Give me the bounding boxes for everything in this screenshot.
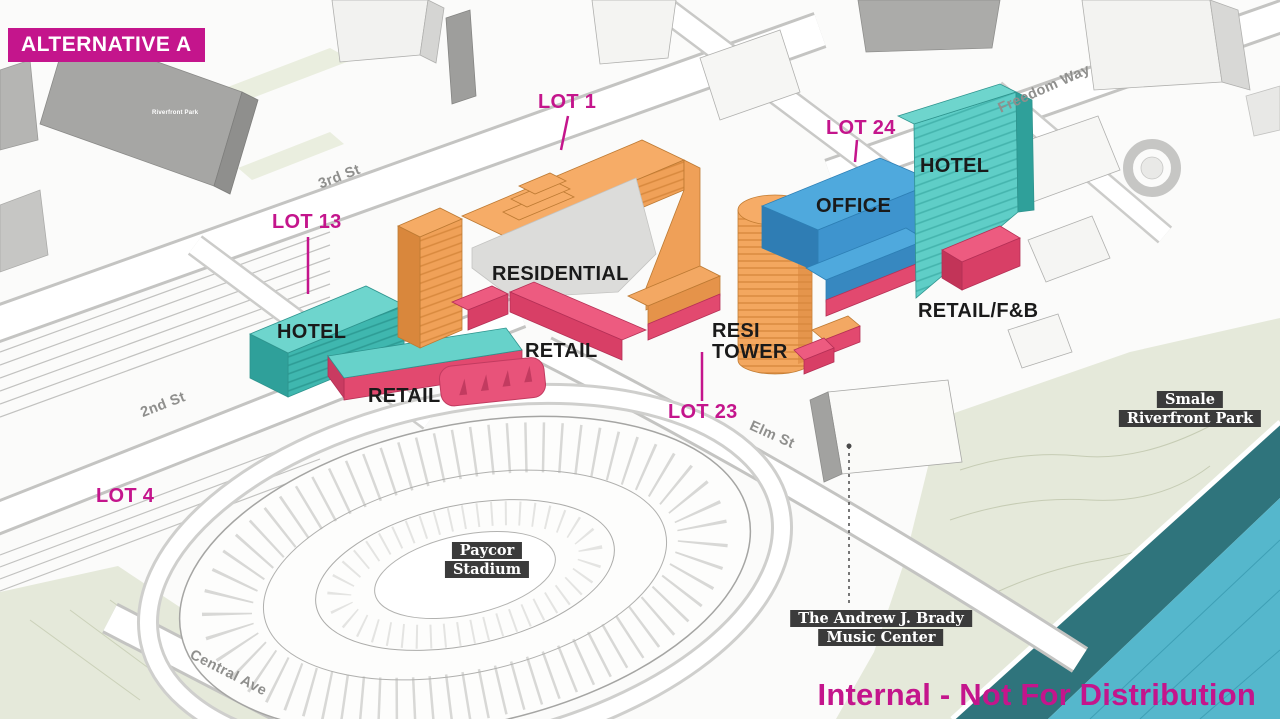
residential-label: RESIDENTIAL bbox=[492, 263, 629, 285]
context-building-label: Riverfront Park bbox=[152, 110, 199, 116]
hotel-east-label: HOTEL bbox=[920, 155, 990, 177]
retail-west-label: RETAIL bbox=[368, 385, 441, 407]
alternative-badge: ALTERNATIVE A bbox=[8, 28, 205, 63]
lot-24-label: LOT 24 bbox=[826, 117, 896, 139]
music-center-leader-line bbox=[846, 443, 852, 606]
context-buildings bbox=[0, 0, 1280, 483]
hotel-west-label: HOTEL bbox=[277, 321, 347, 343]
resi-tower-label: RESI TOWER bbox=[712, 320, 788, 363]
office-label: OFFICE bbox=[816, 195, 892, 217]
hotel-east-building-shape bbox=[896, 83, 1035, 299]
lot-1-leader-line bbox=[559, 115, 570, 151]
retail-west-building-shape bbox=[327, 327, 523, 401]
lot-1-label: LOT 1 bbox=[538, 91, 597, 113]
brady-music-center-label: The Andrew J. Brady Music Center bbox=[790, 610, 972, 647]
lot-24-leader-line bbox=[853, 139, 859, 163]
lot-23-label: LOT 23 bbox=[668, 401, 738, 423]
lot-13-label: LOT 13 bbox=[272, 211, 342, 233]
stadium-ring-road bbox=[137, 382, 793, 719]
plaza-canopy-shape bbox=[438, 357, 547, 407]
smale-riverfront-park-label: Smale Riverfront Park bbox=[1118, 391, 1262, 428]
lot-4-label: LOT 4 bbox=[96, 485, 155, 507]
paycor-stadium-label: Paycor Stadium bbox=[444, 542, 530, 579]
watermark: Internal - Not For Distribution bbox=[817, 677, 1256, 713]
retail-fb-label: RETAIL/F&B bbox=[918, 300, 1039, 322]
retail-fb-building-shape bbox=[941, 225, 1021, 291]
retail-central-label: RETAIL bbox=[525, 340, 598, 362]
office-building-shape bbox=[760, 157, 938, 317]
lot-leader-lines bbox=[306, 115, 859, 401]
